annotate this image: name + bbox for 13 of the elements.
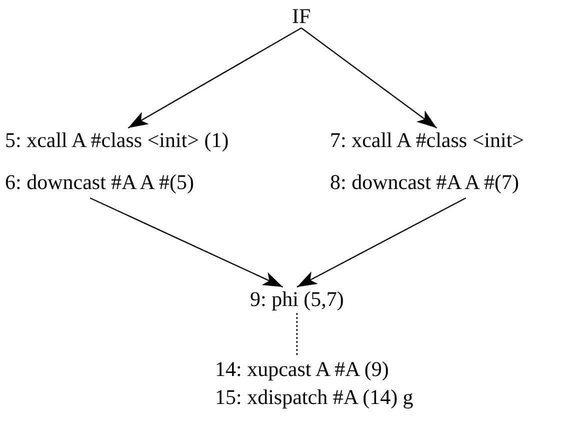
dotted-line xyxy=(296,313,298,355)
code-line: IF xyxy=(292,4,311,28)
code-line: 7: xcall A #class <init> xyxy=(330,128,524,152)
code-line: 6: downcast #A A #(5) xyxy=(5,170,195,194)
arrow xyxy=(128,27,302,129)
code-line: 14: xupcast A #A (9) xyxy=(215,357,390,381)
code-line: 15: xdispatch #A (14) g xyxy=(215,385,414,409)
code-line: 8: downcast #A A #(7) xyxy=(330,170,520,194)
code-line: 5: xcall A #class <init> (1) xyxy=(5,128,229,152)
arrow xyxy=(300,28,438,128)
arrow xyxy=(90,197,284,288)
arrow xyxy=(296,197,466,288)
code-line: 9: phi (5,7) xyxy=(250,287,344,311)
